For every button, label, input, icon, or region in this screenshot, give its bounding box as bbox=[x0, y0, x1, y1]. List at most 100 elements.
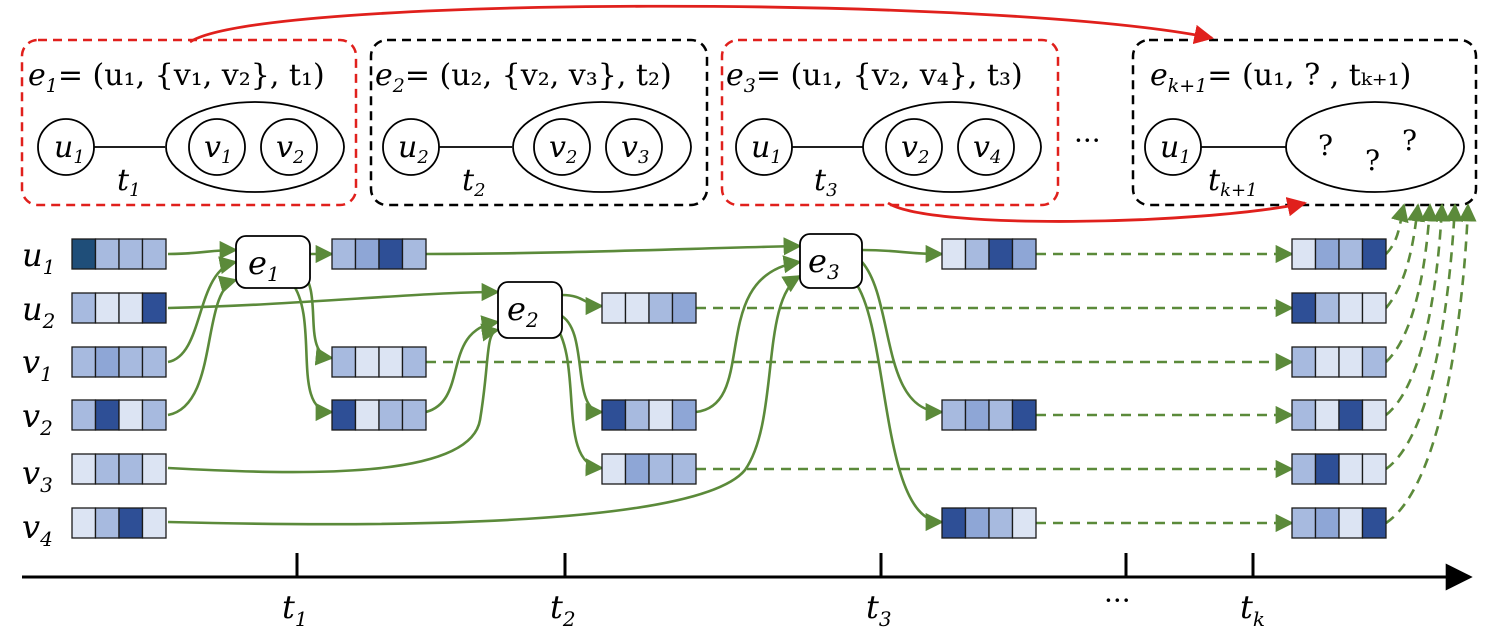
tick-label-ellipsis: ··· bbox=[1104, 584, 1131, 617]
embedding-cell bbox=[331, 346, 357, 378]
flow-v2-to-e3 bbox=[695, 255, 802, 414]
timeline: t1 t2 t3 ··· tk bbox=[22, 553, 1473, 631]
dest-node-label: v2 bbox=[901, 130, 929, 168]
event-node-label: e1 bbox=[248, 244, 280, 286]
embedding-cell bbox=[941, 399, 967, 431]
flow-e3-to-v4 bbox=[853, 281, 944, 532]
event-box-k-plus-1: ek+1= (u₁, ? , tₖ₊₁) u1 tk+1 ? ? ? bbox=[1131, 38, 1478, 207]
event-node-label: e2 bbox=[507, 290, 539, 332]
embedding-cell bbox=[118, 346, 144, 378]
embedding-cell bbox=[1338, 238, 1364, 270]
dest-node-label: v3 bbox=[621, 130, 649, 168]
embedding-cell bbox=[1291, 453, 1317, 485]
edge-time-label: t3 bbox=[814, 163, 838, 201]
question-mark: ? bbox=[1318, 129, 1333, 162]
embedding-block bbox=[941, 238, 1037, 270]
event-box-3: e3= (u₁, {v₂, v₄}, t₃) u1 t3 v2 v4 bbox=[720, 38, 1060, 207]
embedding-cell bbox=[401, 399, 427, 431]
edge-time-label: t2 bbox=[462, 163, 486, 201]
embedding-cell bbox=[964, 238, 990, 270]
embedding-block bbox=[331, 346, 427, 378]
embedding-cell bbox=[71, 399, 97, 431]
row-label-v4: v4 bbox=[22, 508, 53, 551]
embedding-cell bbox=[118, 399, 144, 431]
embedding-cell bbox=[1314, 399, 1340, 431]
embedding-cell bbox=[354, 346, 380, 378]
embedding-cell bbox=[401, 238, 427, 270]
dashed-carries bbox=[426, 203, 1477, 533]
embedding-cell bbox=[624, 292, 650, 324]
row-label-v2: v2 bbox=[22, 397, 53, 440]
flow-u1-to-e1 bbox=[167, 240, 238, 260]
embedding-block bbox=[71, 453, 167, 485]
ellipsis: ··· bbox=[1074, 124, 1101, 157]
embedding-cell bbox=[141, 346, 167, 378]
embedding-cell bbox=[601, 399, 627, 431]
unknown-hyperedge-ellipse bbox=[1285, 101, 1465, 193]
event-formula: e2= (u₂, {v₂, v₃}, t₂) bbox=[375, 58, 672, 97]
event-node-e2: e2 bbox=[497, 281, 563, 339]
embedding-cell bbox=[1361, 507, 1387, 539]
embedding-block bbox=[1291, 292, 1387, 324]
embedding-cell bbox=[601, 292, 627, 324]
embedding-cell bbox=[1314, 238, 1340, 270]
event-box-border bbox=[369, 38, 709, 207]
embedding-block bbox=[331, 399, 427, 431]
tick-label-t1: t1 bbox=[282, 588, 308, 631]
dest-node bbox=[957, 118, 1015, 176]
embedding-cell bbox=[941, 507, 967, 539]
embedding-cell bbox=[648, 399, 674, 431]
embedding-block bbox=[601, 292, 697, 324]
embedding-cell bbox=[1361, 238, 1387, 270]
embedding-block bbox=[941, 399, 1037, 431]
embedding-cell bbox=[71, 346, 97, 378]
embedding-cell bbox=[1011, 507, 1037, 539]
to-query-v4 bbox=[1385, 203, 1477, 525]
flow-e3-to-v2 bbox=[861, 261, 944, 422]
embedding-cell bbox=[1291, 346, 1317, 378]
embedding-cell bbox=[1338, 399, 1364, 431]
row-label-u1: u1 bbox=[22, 236, 55, 279]
embedding-cell bbox=[354, 399, 380, 431]
flow-v4-to-e3 bbox=[167, 274, 802, 526]
edge-time-label: t1 bbox=[117, 163, 141, 201]
red-arrow-e3-to-query bbox=[887, 197, 1307, 223]
embedding-cell bbox=[71, 507, 97, 539]
embedding-cell bbox=[118, 453, 144, 485]
source-node-label: u2 bbox=[398, 130, 429, 168]
edge-time-label: tk+1 bbox=[1208, 163, 1258, 201]
embedding-block bbox=[601, 399, 697, 431]
embedding-block bbox=[71, 507, 167, 539]
event-formula: e1= (u₁, {v₁, v₂}, t₁) bbox=[28, 58, 325, 97]
embedding-cell bbox=[1314, 346, 1340, 378]
embedding-cell bbox=[118, 238, 144, 270]
embedding-cell bbox=[1361, 346, 1387, 378]
embedding-cell bbox=[1291, 507, 1317, 539]
embedding-cell bbox=[71, 238, 97, 270]
question-mark: ? bbox=[1365, 144, 1380, 177]
embedding-cell bbox=[1361, 453, 1387, 485]
flow-e2-to-u2 bbox=[561, 293, 604, 316]
to-query-v3 bbox=[1385, 203, 1464, 471]
embedding-cell bbox=[118, 292, 144, 324]
embedding-cell bbox=[71, 453, 97, 485]
embedding-cell bbox=[1338, 453, 1364, 485]
embedding-cell bbox=[601, 453, 627, 485]
embedding-block bbox=[71, 292, 167, 324]
question-mark: ? bbox=[1402, 124, 1417, 157]
embedding-cell bbox=[648, 292, 674, 324]
embedding-block bbox=[71, 399, 167, 431]
embedding-cell bbox=[671, 292, 697, 324]
embedding-cell bbox=[141, 238, 167, 270]
embedding-cell bbox=[671, 399, 697, 431]
event-box-2: e2= (u₂, {v₂, v₃}, t₂) u2 t2 v2 v3 bbox=[369, 38, 709, 207]
embedding-cell bbox=[1338, 507, 1364, 539]
embedding-cell bbox=[94, 399, 120, 431]
flow-u1-to-e3 bbox=[425, 237, 802, 256]
flow-e2-to-v3 bbox=[552, 321, 604, 477]
event-formula: e3= (u₁, {v₂, v₄}, t₃) bbox=[726, 58, 1023, 97]
embedding-cell bbox=[1338, 346, 1364, 378]
dest-node-label: v4 bbox=[973, 130, 1001, 168]
embedding-cell bbox=[1314, 507, 1340, 539]
flow-v1-to-e1 bbox=[167, 256, 238, 364]
